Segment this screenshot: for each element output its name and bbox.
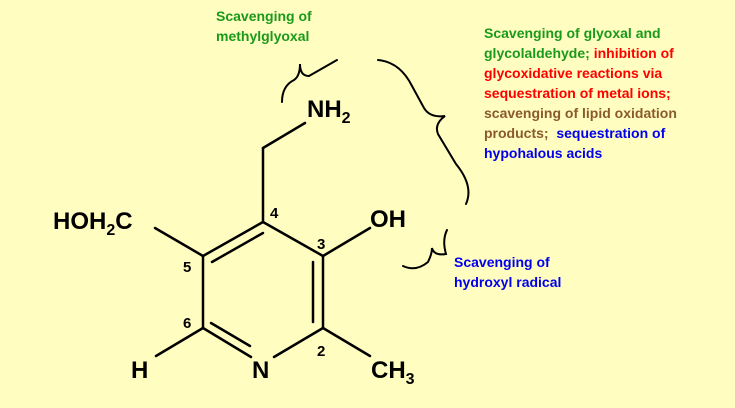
bonds [153, 121, 372, 359]
glycolaldehyde-line: glycolaldehyde; inhibition of [484, 45, 674, 61]
nh2-group: NH2 [307, 96, 351, 127]
h-atom: H [131, 357, 148, 384]
bond-c4-c3 [261, 220, 325, 258]
bond-c5-ch2oh [153, 226, 205, 258]
ring-number-2: 2 [317, 343, 325, 360]
ring-number-4: 4 [270, 205, 279, 222]
lipid-oxidation-line: scavenging of lipid oxidation [484, 105, 677, 121]
amine-brace [377, 59, 470, 205]
bond-c3-oh [321, 226, 372, 258]
products-line: products; sequestration of [484, 125, 666, 141]
bond-c2-n [272, 326, 325, 359]
ring-number-5: 5 [183, 259, 191, 276]
bond-c6-h [154, 326, 205, 358]
bond-ch2-nh2 [261, 121, 307, 150]
bond-c5-c4 [201, 220, 265, 258]
glyoxal-line: Scavenging of glyoxal and [484, 25, 661, 41]
oh-group: OH [370, 206, 406, 233]
hydroxyl-annotation: Scavenging of hydroxyl radical [454, 254, 562, 290]
ring-number-3: 3 [317, 236, 325, 253]
ring-number-6: 6 [183, 315, 191, 332]
ch3-group: CH3 [371, 357, 415, 388]
metal-ions-line: sequestration of metal ions; [484, 85, 671, 101]
n-atom: N [252, 357, 269, 384]
hoh2c-group: HOH2C [53, 208, 133, 239]
bond-n-c6 [201, 326, 253, 359]
braces [281, 59, 470, 270]
bond-c5-c4-inner [210, 231, 265, 264]
methylglyoxal-brace [281, 59, 338, 103]
hypohalous-line: hypohalous acids [484, 145, 603, 161]
hydroxyl-brace [402, 229, 448, 270]
methylglyoxal-annotation: Scavenging of methylglyoxal [216, 8, 312, 44]
amine-annotation: Scavenging of glyoxal and glycolaldehyde… [484, 23, 677, 163]
glycoxidative-line: glycoxidative reactions via [484, 65, 663, 81]
bond-c2-ch3 [321, 326, 372, 358]
bond-n-c6-inner [209, 321, 252, 348]
